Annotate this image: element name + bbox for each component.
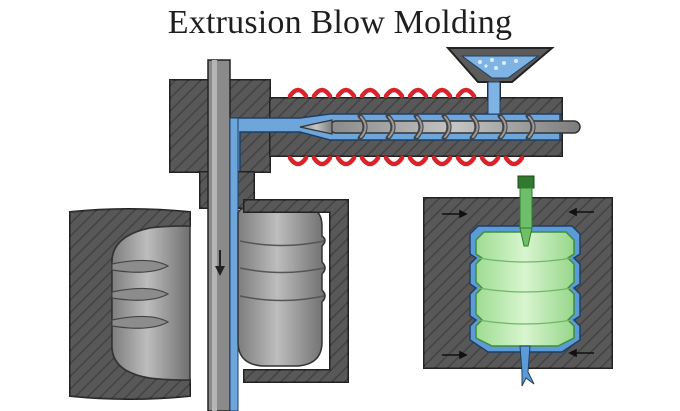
right-mold-half xyxy=(243,199,349,383)
clamp-arrow-icon xyxy=(442,207,594,360)
pinch-off-tail xyxy=(519,345,535,387)
hopper-icon xyxy=(445,47,555,115)
heater-coil-icon xyxy=(287,87,525,167)
parison xyxy=(237,205,326,367)
flow-arrow-icon xyxy=(215,250,225,276)
blown-bottle xyxy=(475,231,575,347)
screw-icon xyxy=(299,113,581,141)
blow-pin xyxy=(517,175,535,247)
diagram-title: Extrusion Blow Molding xyxy=(167,4,513,41)
left-mold-half xyxy=(69,208,191,400)
